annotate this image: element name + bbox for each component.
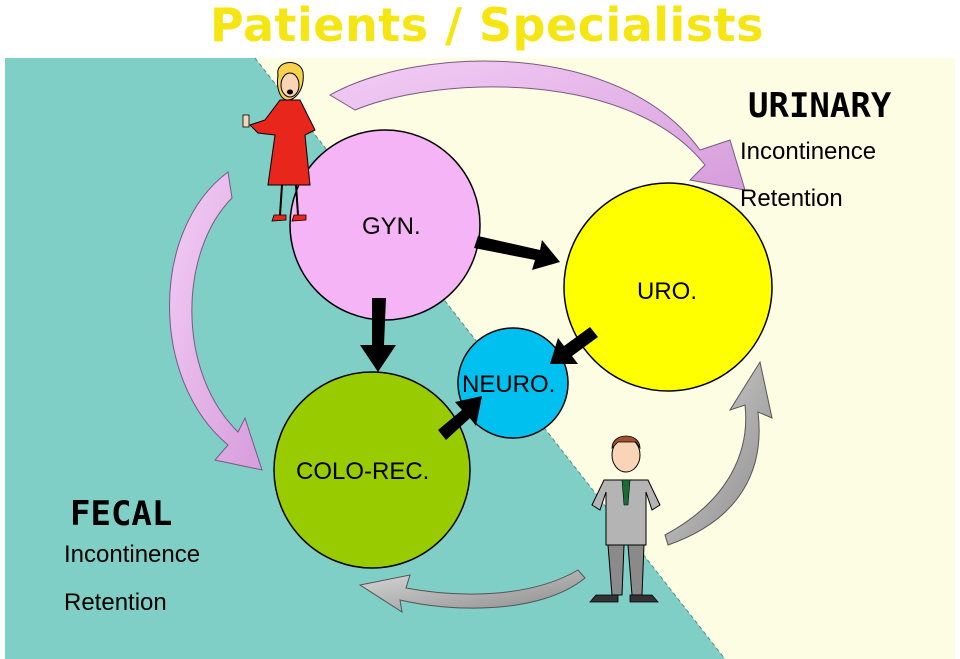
arrow-colorec-to-neuro	[438, 396, 482, 440]
urinary-item-incontinence: Incontinence	[740, 138, 877, 165]
urinary-item-retention: Retention	[740, 185, 843, 212]
fecal-heading: FECAL	[70, 494, 173, 534]
gray-curved-arrow-bottom	[358, 569, 586, 614]
uro-circle	[563, 182, 773, 392]
neuro-label: NEURO.	[462, 371, 556, 398]
colorec-label: COLO-REC.	[296, 458, 430, 485]
neuro-circle	[457, 327, 569, 439]
gray-curved-arrow-right	[664, 360, 773, 546]
woman-patient-figure	[242, 62, 316, 222]
fecal-item-retention: Retention	[64, 589, 167, 616]
page-title: Patients / Specialists	[210, 0, 765, 52]
pink-curved-arrow-top	[328, 60, 746, 191]
arrow-uro-to-neuro	[550, 327, 598, 364]
colorec-circle	[273, 371, 471, 569]
arrow-gyn-to-colorec	[360, 298, 396, 372]
uro-label: URO.	[637, 278, 697, 305]
gyn-label: GYN.	[362, 213, 421, 240]
arrow-gyn-to-uro	[474, 236, 560, 270]
pink-curved-arrow-left	[169, 171, 263, 471]
fecal-item-incontinence: Incontinence	[64, 541, 201, 568]
urinary-heading: URINARY	[748, 86, 892, 126]
teal-region	[5, 58, 725, 659]
man-patient-figure	[589, 435, 661, 603]
